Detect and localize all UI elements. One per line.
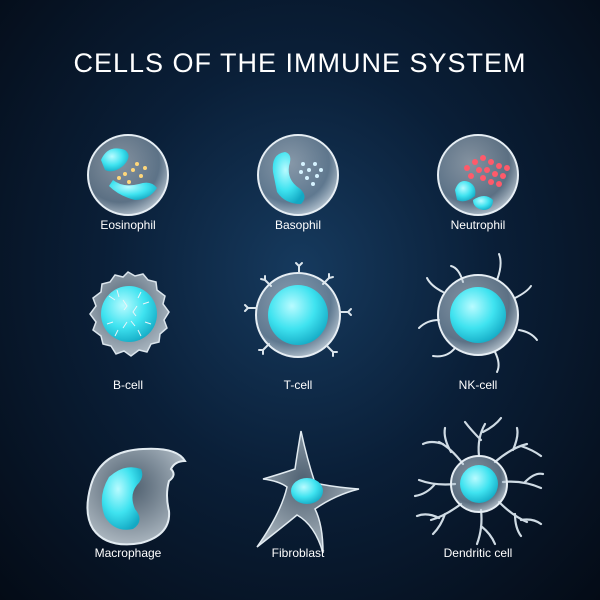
t-cell-illustration bbox=[223, 240, 373, 390]
nk-cell-label: NK-cell bbox=[458, 378, 498, 392]
eosinophil-illustration bbox=[53, 100, 203, 250]
b-cell-label: B-cell bbox=[112, 378, 143, 392]
fibroblast-illustration bbox=[223, 425, 373, 575]
fibroblast-label: Fibroblast bbox=[271, 546, 325, 560]
macrophage-label: Macrophage bbox=[94, 546, 162, 560]
neutrophil-illustration bbox=[403, 100, 553, 250]
b-cell-illustration bbox=[53, 240, 203, 390]
t-cell-label: T-cell bbox=[283, 378, 313, 392]
dendritic-cell-label: Dendritic cell bbox=[443, 546, 513, 560]
basophil-illustration bbox=[223, 100, 373, 250]
macrophage-illustration bbox=[53, 425, 203, 575]
nk-cell-illustration bbox=[403, 240, 553, 390]
eosinophil-label: Eosinophil bbox=[100, 218, 156, 232]
page-title: CELLS OF THE IMMUNE SYSTEM bbox=[73, 48, 527, 78]
dendritic-cell-illustration bbox=[403, 408, 553, 558]
basophil-label: Basophil bbox=[274, 218, 322, 232]
neutrophil-label: Neutrophil bbox=[450, 218, 506, 232]
